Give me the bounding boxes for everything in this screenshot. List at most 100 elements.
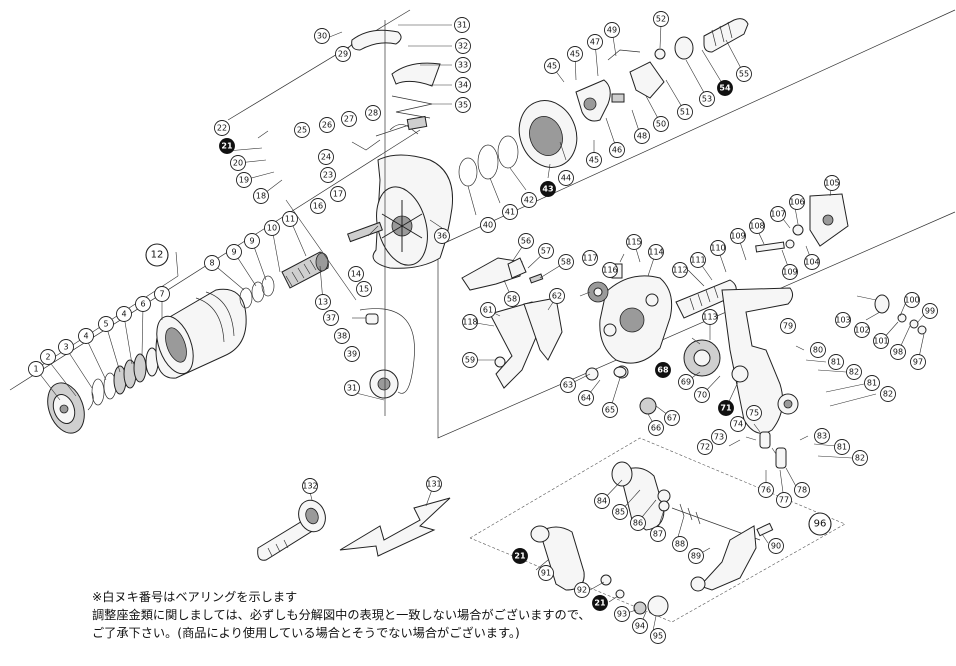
svg-text:16: 16 [313, 202, 323, 211]
callout-34: 34 [455, 77, 471, 93]
callout-51: 51 [677, 104, 693, 120]
svg-text:92: 92 [577, 586, 587, 595]
callout-74: 74 [730, 416, 746, 432]
svg-text:59: 59 [465, 356, 475, 365]
callout-64: 64 [578, 390, 594, 406]
callout-49: 49 [604, 22, 620, 38]
callout-81a: 81 [828, 354, 844, 370]
callout-1: 1 [28, 361, 44, 377]
svg-text:106: 106 [789, 198, 804, 207]
callout-52: 52 [653, 11, 669, 27]
callout-19: 19 [236, 172, 252, 188]
svg-text:110: 110 [710, 244, 725, 253]
svg-text:43: 43 [542, 185, 553, 194]
svg-text:30: 30 [317, 32, 327, 41]
svg-text:132: 132 [302, 482, 317, 491]
callout-55: 55 [736, 66, 752, 82]
svg-text:53: 53 [702, 95, 712, 104]
svg-text:67: 67 [667, 414, 677, 423]
callout-26: 26 [319, 117, 335, 133]
svg-text:63: 63 [563, 381, 573, 390]
callout-43-bearing: 43 [540, 181, 556, 197]
callout-99: 99 [922, 303, 938, 319]
callout-41: 41 [502, 204, 518, 220]
svg-text:89: 89 [691, 552, 701, 561]
callout-11: 11 [282, 211, 298, 227]
svg-text:108: 108 [749, 222, 764, 231]
svg-text:7: 7 [159, 290, 164, 299]
svg-text:38: 38 [337, 332, 347, 341]
svg-text:118: 118 [462, 318, 477, 327]
callout-91: 91 [538, 565, 554, 581]
callout-40: 40 [480, 217, 496, 233]
footnotes: ※白ヌキ番号はベアリングを示します 調整座金類に関しましては、必ずしも分解図中の… [92, 588, 612, 642]
pinion-assembly [458, 18, 749, 187]
svg-text:35: 35 [458, 101, 468, 110]
callout-81c: 81 [834, 439, 850, 455]
svg-text:52: 52 [656, 15, 666, 24]
callout-118: 118 [462, 314, 478, 330]
svg-text:45: 45 [547, 62, 557, 71]
svg-text:115: 115 [626, 238, 641, 247]
callout-82b: 82 [880, 386, 896, 402]
callout-112: 112 [672, 262, 688, 278]
callout-109a: 109 [730, 228, 746, 244]
callout-45a: 45 [544, 58, 560, 74]
svg-text:116: 116 [602, 266, 617, 275]
callout-44: 44 [558, 170, 574, 186]
svg-text:112: 112 [672, 266, 687, 275]
handle-assembly [530, 461, 774, 617]
callout-90: 90 [768, 538, 784, 554]
callout-101: 101 [873, 333, 889, 349]
svg-text:23: 23 [323, 171, 333, 180]
callout-13: 13 [315, 294, 331, 310]
svg-text:111: 111 [690, 256, 705, 265]
callout-107: 107 [770, 206, 786, 222]
svg-text:32: 32 [458, 42, 468, 51]
svg-text:65: 65 [605, 406, 615, 415]
svg-text:82: 82 [855, 454, 865, 463]
callout-59: 59 [462, 352, 478, 368]
svg-text:49: 49 [607, 26, 617, 35]
callout-116: 116 [602, 262, 618, 278]
svg-text:42: 42 [524, 196, 534, 205]
svg-text:27: 27 [344, 115, 354, 124]
callout-15: 15 [356, 281, 372, 297]
callout-86: 86 [630, 515, 646, 531]
svg-text:66: 66 [651, 424, 661, 433]
callout-132: 132 [302, 478, 318, 494]
svg-text:19: 19 [239, 176, 249, 185]
callout-58a: 58 [558, 254, 574, 270]
svg-text:31: 31 [457, 21, 467, 30]
svg-text:117: 117 [582, 254, 597, 263]
svg-text:88: 88 [675, 540, 685, 549]
callouts: 1 2 3 4 5 4 6 7 8 9 9 10 11 12 13 14 15 … [28, 11, 938, 644]
callout-22: 22 [214, 120, 230, 136]
callout-65: 65 [602, 402, 618, 418]
callout-4: 4 [78, 328, 94, 344]
callout-42: 42 [521, 192, 537, 208]
callout-89: 89 [688, 548, 704, 564]
svg-text:17: 17 [333, 190, 343, 199]
callout-33: 33 [455, 57, 471, 73]
callout-21-bearing-knob: 21 [592, 595, 608, 611]
callout-82a: 82 [846, 364, 862, 380]
svg-text:64: 64 [581, 394, 591, 403]
callout-62: 62 [549, 288, 565, 304]
svg-text:31: 31 [347, 384, 357, 393]
svg-text:78: 78 [797, 486, 807, 495]
callout-81b: 81 [864, 375, 880, 391]
svg-text:100: 100 [904, 296, 919, 305]
callout-100: 100 [904, 292, 920, 308]
svg-text:85: 85 [615, 508, 625, 517]
svg-text:82: 82 [849, 368, 859, 377]
svg-text:107: 107 [770, 210, 785, 219]
svg-text:94: 94 [635, 622, 645, 631]
callout-16: 16 [310, 198, 326, 214]
svg-text:76: 76 [761, 486, 771, 495]
svg-text:28: 28 [368, 109, 378, 118]
callout-21-bearing-handle: 21 [512, 548, 528, 564]
callout-6: 6 [135, 296, 151, 312]
callout-56: 56 [518, 233, 534, 249]
svg-text:109: 109 [730, 232, 745, 241]
